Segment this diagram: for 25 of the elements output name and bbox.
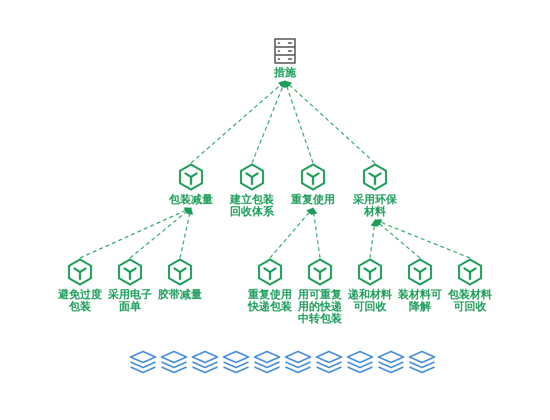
node-label: 措施 [272, 67, 297, 79]
node-label: 建立包装回收体系 [228, 194, 275, 218]
dashed-arrow [190, 80, 286, 164]
node-label: 重复使用 [290, 194, 336, 206]
dashed-arrow [370, 219, 378, 258]
node-label: 包装减量 [168, 194, 214, 206]
node-label: 胶带减量 [156, 289, 203, 301]
node-label: 重复使用快递包装 [246, 289, 293, 313]
dashed-arrow [310, 207, 320, 258]
node-label: 采用环保材料 [352, 194, 398, 218]
dashed-arrow [284, 80, 376, 164]
dashed-arrow [374, 220, 420, 258]
dashed-arrow [374, 219, 470, 258]
node-label: 包装材料可回收 [446, 289, 493, 313]
dashed-arrow [270, 207, 314, 258]
node-label: 避免过度包装 [57, 289, 103, 313]
dashed-arrow [130, 208, 192, 258]
node-label: 采用电子面单 [107, 289, 153, 313]
dashed-arrow [80, 207, 192, 258]
node-label: 用可重复用的快递中转包装 [296, 289, 343, 325]
node-label: 装材料可降解 [397, 289, 443, 313]
dashed-arrow [180, 207, 194, 258]
dashed-arrow [284, 80, 314, 164]
node-label: 递和材料可回收 [347, 289, 393, 313]
dashed-arrow [252, 80, 286, 164]
